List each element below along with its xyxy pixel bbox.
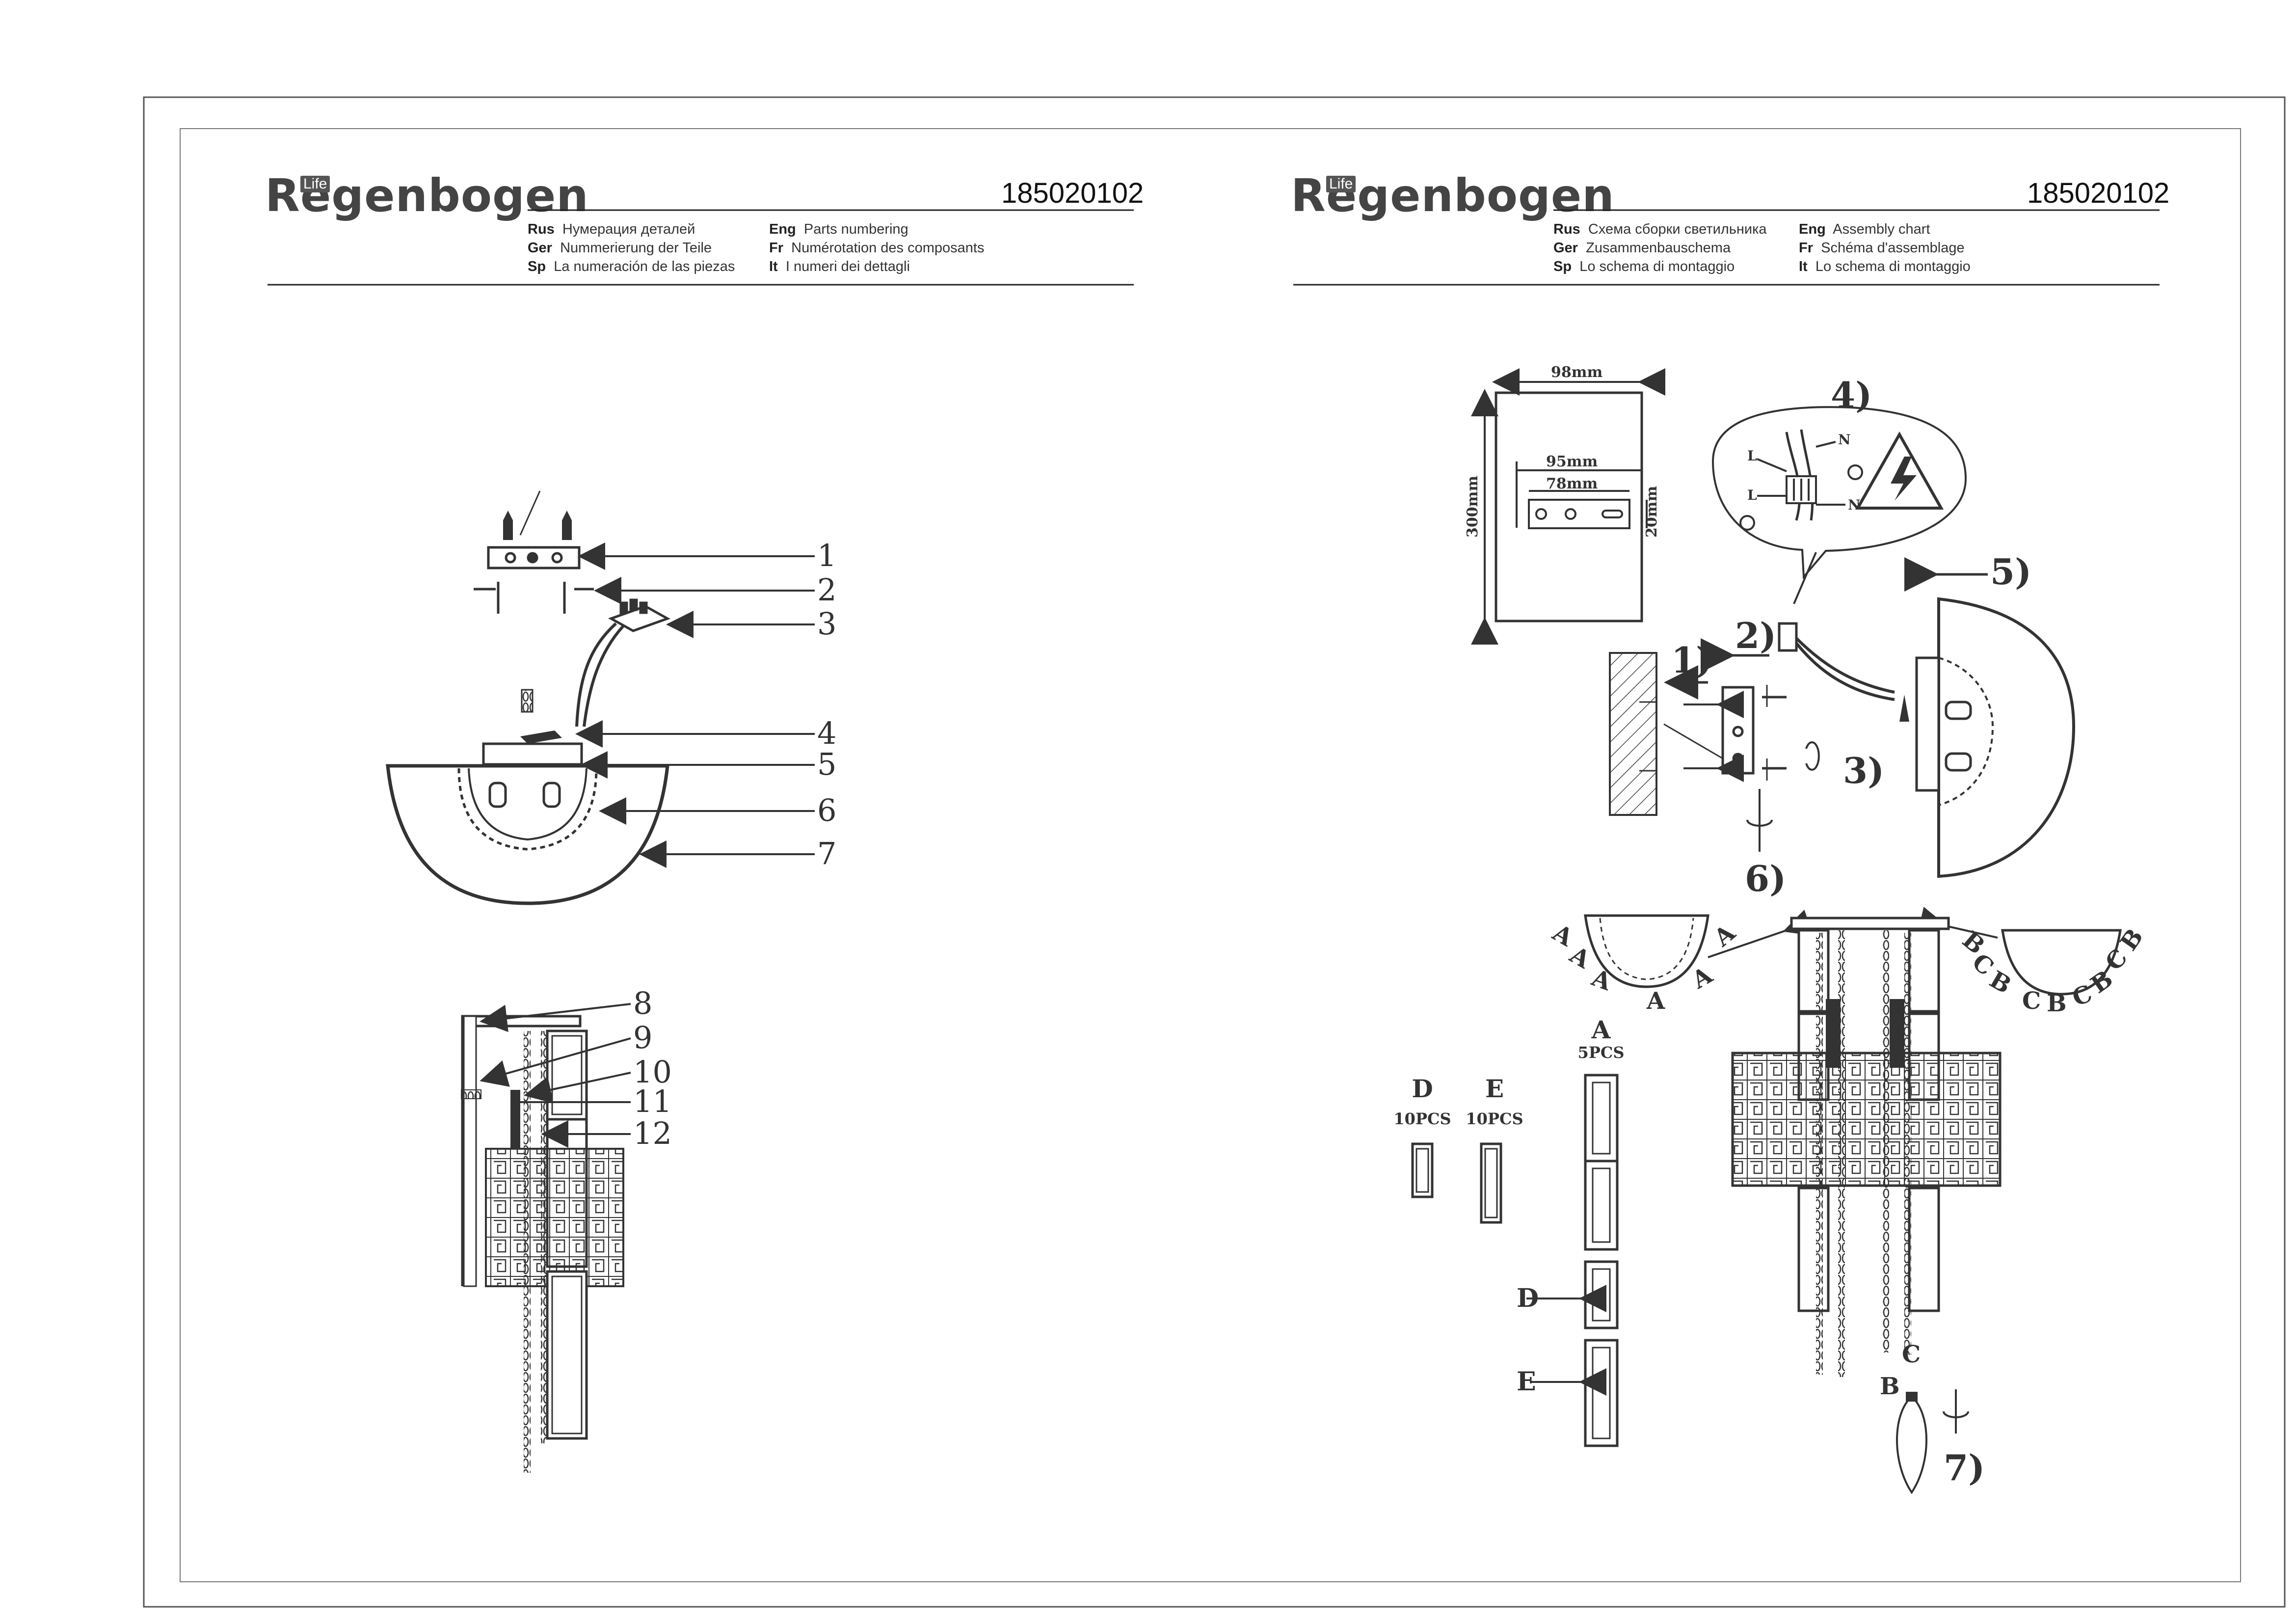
part-label-6: 6	[817, 792, 836, 828]
step-6-label: 6)	[1745, 858, 1786, 899]
candle-bulb-icon	[1896, 1395, 1927, 1494]
left-part-number: 185020102	[1001, 177, 1144, 209]
left-header-col1: Rus Нумерация деталей Ger Nummerierung d…	[528, 220, 735, 276]
rotate-icon	[1943, 1411, 1969, 1418]
left-part-labels: 1 2 3 4 5 6 7	[817, 538, 836, 871]
left-part-leaders	[575, 542, 815, 868]
inner-frame	[180, 128, 2241, 1582]
part-label-10: 10	[633, 1054, 672, 1090]
bowl-label-b: B	[2047, 990, 2067, 1017]
rotate-icon	[1805, 741, 1820, 771]
half-disc-shade	[386, 764, 669, 905]
wall-section	[1609, 652, 1657, 816]
left-header-it: It I numeri dei dettagli	[769, 259, 910, 274]
right-header-fr: Fr Schéma d'assemblage	[1799, 240, 1965, 256]
wire-label-n: N	[1838, 432, 1851, 448]
lampholder	[488, 782, 507, 808]
half-disc-shade-side	[1937, 597, 2076, 878]
wire-label-l: L	[1747, 487, 1757, 503]
part-label-4: 4	[817, 715, 836, 751]
left-header-fr: Fr Numérotation des composants	[769, 240, 985, 256]
dim-width: 98mm	[1551, 364, 1602, 381]
step-2-label: 2)	[1735, 615, 1776, 656]
left-side-leaders	[480, 1003, 631, 1148]
wiring-callout	[1711, 406, 1967, 604]
part-label-3: 3	[817, 606, 836, 642]
bowl-label-a: A	[1588, 964, 1615, 996]
rotate-icon	[1746, 819, 1773, 827]
part-label-5: 5	[817, 746, 836, 782]
wire-label-n: N	[1848, 497, 1861, 513]
part-a-letter: A	[1591, 1015, 1611, 1044]
part-d-qty: 10PCS	[1393, 1109, 1451, 1128]
step-5-label: 5)	[1990, 551, 2031, 593]
step-7-label: 7)	[1944, 1447, 1985, 1488]
part-label-2: 2	[817, 572, 836, 608]
dim-bracket-height: 20mm	[1643, 486, 1660, 538]
pointer-label-e: E	[1517, 1367, 1536, 1397]
right-header-col1: Rus Схема сборки светильника Ger Zusamme…	[1553, 220, 1767, 276]
dim-bracket: 95mm	[1546, 453, 1598, 470]
pointer-label-d: D	[1517, 1283, 1539, 1313]
part-label-7: 7	[817, 836, 836, 871]
right-header-eng: Eng Assembly chart	[1799, 221, 1930, 237]
left-header-rus: Rus Нумерация деталей	[528, 221, 695, 237]
crystal-assembly	[1584, 907, 2122, 1494]
ground-symbol-icon	[1739, 515, 1755, 531]
bowl-label-a: A	[1646, 987, 1665, 1015]
bowl-label-a: A	[1565, 941, 1595, 974]
right-header-sp: Sp Lo schema di montaggio	[1553, 259, 1735, 274]
dim-holes: 78mm	[1546, 475, 1598, 492]
step-1-label: 1)	[1671, 639, 1712, 681]
chain-label-b: B	[1880, 1373, 1900, 1400]
installation-view	[1609, 597, 2076, 878]
right-logo-life: Life	[1326, 176, 1356, 192]
dim-height: 300mm	[1464, 476, 1481, 538]
part-d-letter: D	[1412, 1074, 1433, 1103]
left-header-eng: Eng Parts numbering	[769, 221, 908, 237]
part-a-qty: 5PCS	[1578, 1043, 1625, 1062]
step-labels: 1) 2) 3) 4) 5) 6) 7)	[1671, 374, 2031, 1488]
bowl-label-c: C	[2022, 987, 2041, 1015]
wall-plug-icon	[562, 511, 572, 540]
bowl-label-a: A	[1548, 919, 1578, 952]
loose-crystals	[1411, 1074, 1619, 1447]
left-exploded-view	[386, 490, 671, 905]
dimension-labels: 98mm 300mm 95mm 78mm 20mm	[1464, 364, 1660, 538]
left-header-sp: Sp La numeración de las piezas	[528, 259, 735, 274]
part-label-9: 9	[633, 1020, 652, 1055]
dimension-drawing	[1471, 368, 1665, 645]
loose-crystal-labels: A 5PCS D 10PCS E 10PCS D E	[1393, 1015, 1624, 1397]
part-e-letter: E	[1485, 1074, 1504, 1103]
part-label-8: 8	[633, 985, 652, 1021]
left-header-col2: Eng Parts numbering Fr Numérotation des …	[769, 220, 984, 276]
right-part-number: 185020102	[2027, 177, 2170, 209]
left-logo-life: Life	[300, 176, 330, 192]
right-header-col2: Eng Assembly chart Fr Schéma d'assemblag…	[1799, 220, 1971, 276]
left-side-labels: 8 9 10 11 12	[633, 985, 672, 1151]
lampholder	[542, 782, 561, 808]
part-label-12: 12	[633, 1115, 672, 1151]
wall-plug-icon	[503, 511, 513, 540]
right-header-it: It Lo schema di montaggio	[1799, 259, 1971, 274]
wiring-labels: N L L N	[1747, 432, 1861, 513]
lightning-bolt-icon	[1891, 457, 1917, 501]
step-3-label: 3)	[1843, 750, 1884, 791]
chain-label-c: C	[1902, 1341, 1921, 1368]
installation-arrows	[1664, 557, 1988, 700]
part-label-1: 1	[817, 538, 836, 573]
ground-symbol-icon	[1847, 464, 1863, 480]
part-e-qty: 10PCS	[1466, 1109, 1523, 1128]
right-header-rus: Rus Схема сборки светильника	[1553, 221, 1767, 237]
outer-frame	[143, 96, 2286, 1608]
left-header-ger: Ger Nummerierung der Teile	[528, 240, 712, 256]
right-header-ger: Ger Zusammenbauschema	[1553, 240, 1731, 256]
step-4-label: 4)	[1831, 374, 1872, 416]
wire-label-l: L	[1747, 448, 1757, 464]
part-label-11: 11	[633, 1083, 672, 1119]
left-side-view	[461, 1015, 624, 1473]
fret-panel	[1731, 1052, 2002, 1187]
